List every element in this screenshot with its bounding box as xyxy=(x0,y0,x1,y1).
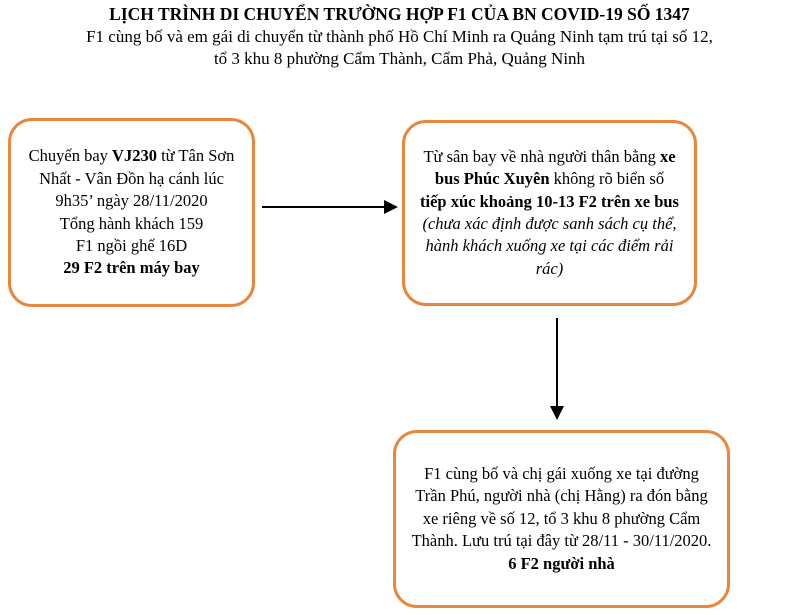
bus-info-box: Từ sân bay về nhà người thân bằng xe bus… xyxy=(402,120,697,306)
flight-f2-count: 29 F2 trên máy bay xyxy=(63,258,200,278)
page-title: LỊCH TRÌNH DI CHUYỂN TRƯỜNG HỢP F1 CỦA B… xyxy=(109,4,690,24)
arrow-down-head-icon xyxy=(550,406,564,420)
home-f2-count: 6 F2 người nhà xyxy=(508,553,615,573)
page-subtitle-line-2: tổ 3 khu 8 phường Cẩm Thành, Cẩm Phả, Qu… xyxy=(213,48,586,68)
home-stay-box: F1 cùng bố và chị gái xuống xe tại đường… xyxy=(393,430,730,608)
flight-info-box: Chuyến bay VJ230 từ Tân Sơn Nhất - Vân Đ… xyxy=(8,118,255,307)
arrow-down-line xyxy=(556,318,558,408)
header: LỊCH TRÌNH DI CHUYỂN TRƯỜNG HỢP F1 CỦA B… xyxy=(0,4,799,70)
arrow-right-head-icon xyxy=(384,200,398,214)
bus-info-text: Từ sân bay về nhà người thân bằng xe bus… xyxy=(417,146,682,213)
home-main-text: F1 cùng bố và chị gái xuống xe tại đường… xyxy=(411,463,712,551)
arrow-right-line xyxy=(262,206,386,208)
flight-intro-text: Chuyến bay xyxy=(28,146,113,166)
flight-route-text: từ Tân Sơn Nhất - Vân Đồn hạ cánh lúc 9h… xyxy=(39,146,235,211)
bus-plate-text: không rõ biển số xyxy=(549,169,665,189)
flight-seat-info: F1 ngồi ghế 16D xyxy=(75,235,188,255)
flight-info-text: Chuyến bay VJ230 từ Tân Sơn Nhất - Vân Đ… xyxy=(21,145,242,280)
bus-company-name: xe bus Phúc Xuyên xyxy=(434,146,676,189)
flight-number: VJ230 xyxy=(112,146,157,166)
bus-note: (chưa xác định được sanh sách cụ thể, hà… xyxy=(422,214,677,278)
flight-passenger-count: Tổng hành khách 159 xyxy=(59,213,204,233)
bus-intro-text: Từ sân bay về nhà người thân bằng xyxy=(423,146,660,166)
bus-f2-contact: tiếp xúc khoảng 10-13 F2 trên xe bus xyxy=(420,191,679,211)
page-subtitle-line-1: F1 cùng bố và em gái di chuyển từ thành … xyxy=(86,26,713,46)
